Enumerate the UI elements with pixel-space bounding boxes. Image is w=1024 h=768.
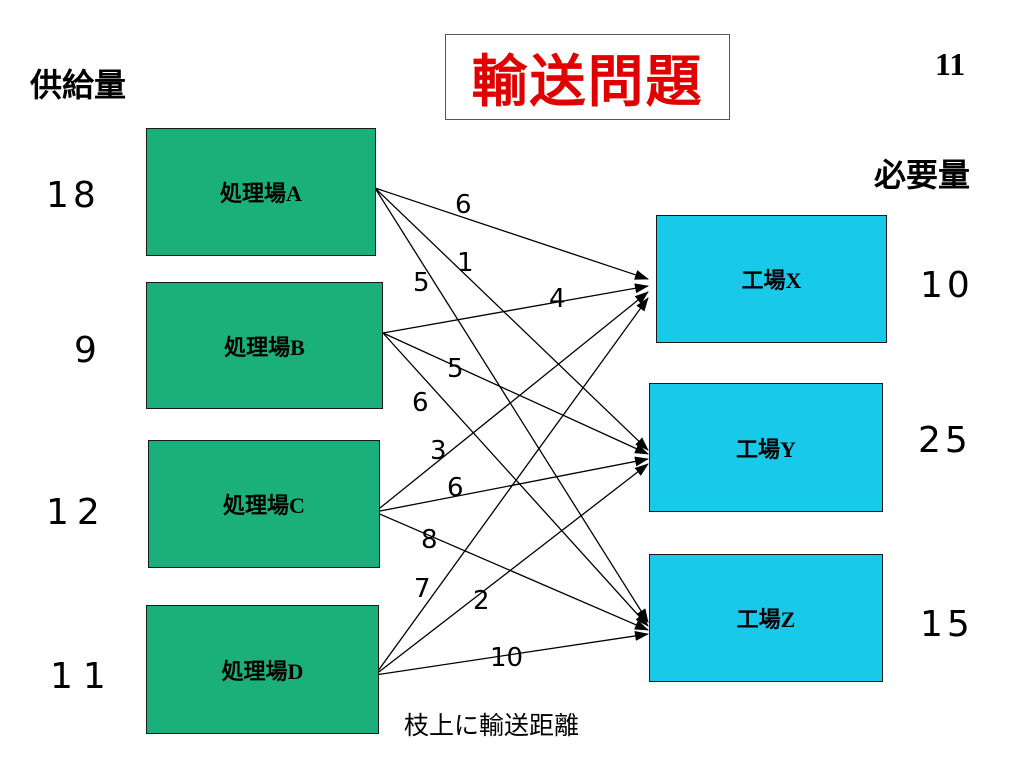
cost-label-c-x: 3 [430, 436, 447, 466]
source-node-d: 処理場D [146, 605, 379, 734]
demand-label: 必要量 [874, 156, 971, 194]
edge-b-x [382, 283, 649, 334]
edge-b-z [382, 332, 649, 627]
edge-c-z [374, 511, 649, 631]
edge-distance-note: 枝上に輸送距離 [404, 711, 580, 740]
edge-a-y [374, 187, 649, 451]
supply-value-c: 12 [46, 492, 108, 533]
demand-value-x: 10 [920, 265, 974, 306]
page-title: 輸送問題 [445, 34, 730, 120]
cost-label-a-y: 1 [457, 248, 474, 278]
cost-label-d-z: 10 [490, 643, 524, 673]
source-node-b: 処理場B [146, 282, 383, 409]
demand-value-z: 15 [920, 604, 974, 645]
edge-d-y [374, 463, 649, 676]
edge-a-z [374, 187, 649, 623]
destination-node-x: 工場X [656, 215, 887, 343]
cost-label-a-z: 5 [413, 268, 430, 298]
edge-b-y [382, 332, 649, 455]
destination-node-y: 工場Y [649, 383, 883, 512]
edge-c-x [374, 291, 649, 513]
cost-label-d-x: 7 [414, 574, 431, 604]
edge-d-z [374, 630, 649, 676]
source-node-c: 処理場C [148, 440, 380, 568]
source-node-a: 処理場A [146, 128, 376, 256]
cost-label-b-z: 6 [412, 388, 429, 418]
cost-label-a-x: 6 [455, 190, 472, 220]
edge-a-x [374, 187, 649, 280]
supply-label: 供給量 [30, 66, 127, 104]
edge-d-x [374, 297, 649, 676]
supply-value-d: 11 [50, 656, 116, 697]
cost-label-c-y: 6 [447, 473, 464, 503]
page-number: 11 [935, 46, 966, 82]
cost-label-b-y: 5 [447, 354, 464, 384]
supply-value-a: 18 [46, 175, 100, 216]
cost-label-d-y: 2 [473, 586, 490, 616]
supply-value-b: 9 [74, 330, 101, 371]
demand-value-y: 25 [918, 420, 972, 461]
cost-label-b-x: 4 [549, 284, 566, 314]
cost-label-c-z: 8 [421, 525, 438, 555]
destination-node-z: 工場Z [649, 554, 883, 682]
